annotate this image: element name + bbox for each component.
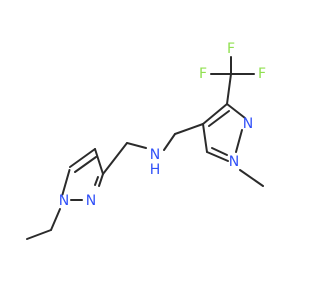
bond [98,173,104,187]
bond [239,169,264,187]
atom-f2-label: F [199,66,207,82]
bond [202,103,228,125]
bond [94,176,99,186]
bond [206,151,229,162]
bond [174,123,204,135]
bond [94,148,104,175]
bond [74,156,97,173]
atom-n3-label: N [229,154,239,170]
bond [126,142,147,149]
atom-f3-label: F [258,66,266,82]
bond [69,148,96,168]
atom-n2-label: N [86,193,96,209]
bonds [26,56,264,240]
bond [235,129,243,153]
atom-nh-label: N [150,147,160,163]
bond [61,169,71,196]
bond [50,208,61,231]
molecule-structure-diagram: N N N H N N F F F [26,41,266,240]
bond [211,147,228,156]
bond [226,103,246,119]
bond [102,142,128,175]
atom-n1-label: N [59,193,69,209]
atom-n4-label: N [243,116,253,132]
atom-labels: N N N H N N F F F [59,41,266,209]
bond [226,73,232,105]
bond [163,133,176,151]
bond [208,110,230,127]
atom-f1-label: F [227,41,235,57]
bond [26,229,52,240]
bond [202,123,208,153]
atom-h-label: H [150,162,161,178]
